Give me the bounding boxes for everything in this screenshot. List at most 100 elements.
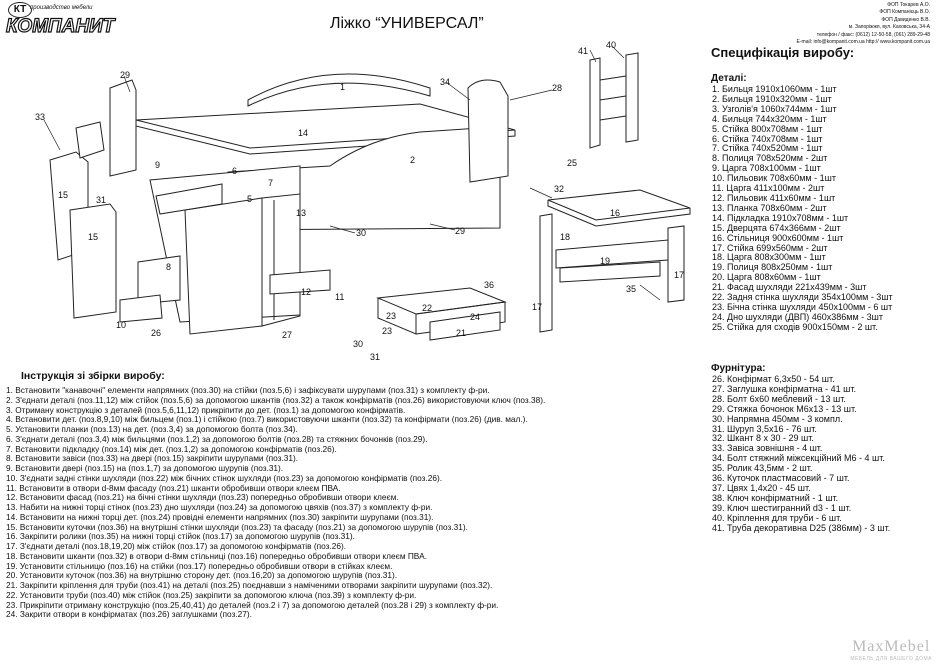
hardware-list: 26. Конфірмат 6,3х50 - 54 шт.27. Заглушк… xyxy=(712,374,891,534)
position-label: 2 xyxy=(410,155,416,165)
position-label: 22 xyxy=(422,303,433,313)
position-label: 40 xyxy=(606,40,617,50)
instruction-step: 12. Встановити фасад (поз.21) на бічні с… xyxy=(6,492,399,503)
desk xyxy=(539,189,691,333)
instruction-step: 6. З'єднати деталі (поз.3,4) між бильцям… xyxy=(6,433,428,444)
detail-item: 6. Стійка 740х708мм - 1шт xyxy=(712,133,823,144)
logo-subtitle: производство мебели xyxy=(30,5,93,11)
position-label: 19 xyxy=(600,256,611,266)
instruction-step: 17. З'єднати деталі (поз.18,19,20) між с… xyxy=(6,541,347,551)
hardware-item: 29. Стяжка бочонок М6х13 - 13 шт. xyxy=(712,403,857,414)
position-label: 1 xyxy=(340,82,346,92)
position-label: 29 xyxy=(120,70,131,80)
instruction-step: 11. Встановити в отвори d-8мм фасаду (по… xyxy=(6,482,341,493)
company-line: ФОП Давиденко В.В. xyxy=(881,16,930,23)
hardware-item: 36. Куточок пластмасовий - 7 шт. xyxy=(712,473,850,484)
position-label: 14 xyxy=(298,128,309,138)
panel-right-end xyxy=(467,79,509,183)
detail-item: 21. Фасад шухляди 221х439мм - 3шт xyxy=(712,282,867,293)
position-label: 17 xyxy=(532,302,543,312)
position-label: 25 xyxy=(567,158,578,168)
detail-item: 20. Царга 808х60мм - 1шт xyxy=(712,272,821,283)
hardware-item: 37. Цвях 1,4х20 - 45 шт. xyxy=(712,482,811,493)
company-line: E-mail: info@kompanit.com.ua http:// www… xyxy=(796,39,930,46)
position-label: 18 xyxy=(560,232,571,242)
door-left-front xyxy=(69,203,117,319)
instruction-step: 2. З'єднати деталі (поз.11,12) між стійо… xyxy=(6,394,546,405)
position-label: 8 xyxy=(166,262,172,272)
hinge-33 xyxy=(75,121,105,159)
panel-left-end xyxy=(109,79,137,177)
hardware-item: 34. Болт стяжний міжсекційний М6 - 4 шт. xyxy=(712,453,885,464)
detail-item: 12. Пильовик 411х60мм - 1шт xyxy=(712,192,836,203)
instruction-step: 15. Встановити куточки (поз.36) на внутр… xyxy=(6,521,468,532)
detail-item: 15. Дверцята 674х366мм - 2шт xyxy=(712,222,841,233)
detail-item: 14. Підкладка 1910х708мм - 1шт xyxy=(712,212,849,223)
instruction-step: 21. Закріпити кріплення для труби (поз.4… xyxy=(6,580,493,590)
spec-title: Специфікація виробу: xyxy=(711,45,855,60)
position-label: 16 xyxy=(610,208,621,218)
detail-item: 1. Бильця 1910х1060мм - 1шт xyxy=(712,84,837,94)
instructions-list: 1. Встановити "канавочні" елементи напря… xyxy=(6,385,546,620)
position-label: 21 xyxy=(456,328,467,338)
hardware-item: 35. Ролик 43,5мм - 2 шт. xyxy=(712,463,813,474)
logo-badge: КТ xyxy=(8,2,32,18)
position-label: 33 xyxy=(35,112,46,122)
hardware-item: 30. Напрямна 450мм - 3 компл. xyxy=(712,413,843,424)
hardware-item: 32. Шкант 8 х 30 - 29 шт. xyxy=(712,433,814,444)
position-label: 12 xyxy=(301,287,312,297)
position-label: 17 xyxy=(674,270,685,280)
detail-item: 9. Царга 708х100мм - 1шт xyxy=(712,163,821,174)
detail-item: 22. Задня стінка шухляди 354х100мм - 3шт xyxy=(712,292,893,303)
position-label: 28 xyxy=(552,83,563,93)
cabinet xyxy=(119,165,331,335)
instructions-heading: Інструкція зі збірки виробу: xyxy=(21,370,165,382)
watermark-tagline: МЕБЕЛЬ ДЛЯ ВАШЕГО ДОМА xyxy=(850,656,932,662)
hardware-item: 40. Кріплення для труби - 6 шт. xyxy=(712,512,842,523)
position-label: 31 xyxy=(370,352,381,362)
hardware-item: 26. Конфірмат 6,3х50 - 54 шт. xyxy=(712,374,835,384)
detail-item: 24. Дно шухляди (ДВП) 460х386мм - 3шт xyxy=(712,311,884,322)
instruction-step: 13. Набити на нижні торці стінок (поз.23… xyxy=(6,502,433,512)
instruction-step: 9. Встановити двері (поз.15) на (поз.1,7… xyxy=(6,463,284,473)
position-label: 10 xyxy=(116,320,127,330)
detail-item: 7. Стійка 740х520мм - 1шт xyxy=(712,143,823,154)
drawer xyxy=(376,287,507,341)
detail-item: 2. Бильця 1910х320мм - 1шт xyxy=(712,93,832,104)
position-label: 36 xyxy=(484,280,495,290)
hardware-item: 28. Болт 6х60 меблевий - 13 шт. xyxy=(712,393,846,404)
instruction-step: 3. Отриману конструкцію з деталей (поз.5… xyxy=(6,404,406,415)
instruction-step: 14. Встановити на нижні торці дет. (поз.… xyxy=(6,511,434,522)
detail-item: 10. Пильовик 708х60мм - 1шт xyxy=(712,173,836,184)
company-line: телефон / факс: (0612) 12-50-58, (061) 2… xyxy=(816,31,930,38)
instruction-step: 23. Прикріпити отриману конструкцію (поз… xyxy=(6,599,499,610)
hardware-item: 27. Заглушка конфірматна - 41 шт. xyxy=(712,383,857,394)
detail-item: 16. Стільниця 900х600мм - 1шт xyxy=(712,232,844,243)
page-title: Ліжко “УНИВЕРСАЛ” xyxy=(330,15,484,32)
position-label: 6 xyxy=(232,166,238,176)
hardware-item: 38. Ключ конфірматний - 1 шт. xyxy=(712,492,839,503)
detail-item: 8. Полиця 708х520мм - 2шт xyxy=(712,153,828,164)
hardware-item: 31. Шуруп 3,5х16 - 76 шт. xyxy=(712,423,817,434)
position-label: 7 xyxy=(268,178,274,188)
position-label: 30 xyxy=(353,339,364,349)
instruction-step: 19. Установити стільницю (поз.16) на сті… xyxy=(6,560,393,571)
company-line: м. Запоріжжя, вул. Каховська, 34-А xyxy=(848,24,930,31)
instruction-step: 20. Установити куточок (поз.36) на внутр… xyxy=(6,570,398,581)
detail-item: 25. Стійка для сходів 900х150мм - 2 шт. xyxy=(712,321,878,332)
position-label: 24 xyxy=(470,312,481,322)
position-label: 11 xyxy=(335,292,345,302)
watermark-brand: MaxMebel xyxy=(852,638,931,655)
detail-item: 4. Бильця 744х320мм - 1шт xyxy=(712,113,827,124)
company-line: ФОП Токарев А.О. xyxy=(887,2,930,8)
company-logo: КТ производство мебели КОМПАНИТ xyxy=(4,2,115,40)
hardware-item: 41. Труба декоративна D25 (386мм) - 3 шт… xyxy=(712,522,891,533)
detail-item: 19. Полиця 808х250мм - 1шт xyxy=(712,262,833,273)
position-label: 29 xyxy=(455,226,466,236)
details-heading: Деталі: xyxy=(711,73,747,84)
position-label: 15 xyxy=(88,232,99,242)
company-info: ФОП Токарев А.О.ФОП Компанієць В.О.ФОП Д… xyxy=(700,2,930,46)
hardware-item: 39. Ключ шестигранний d3 - 1 шт. xyxy=(712,502,852,513)
